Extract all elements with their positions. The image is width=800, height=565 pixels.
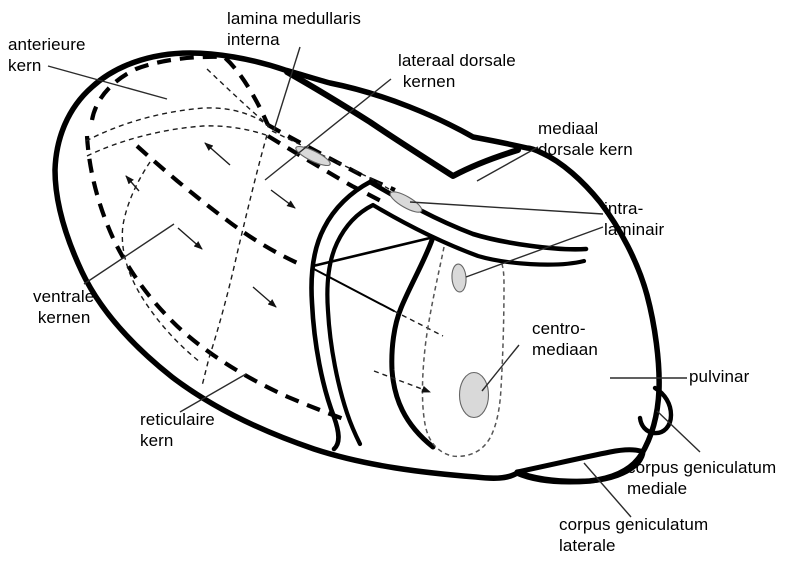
label-mediaal-dorsale-kern: mediaal dorsale kern [538, 119, 633, 159]
label-centro-mediaan: centro- mediaan [532, 319, 598, 359]
label-reticulaire-kern: reticulaire kern [140, 410, 215, 450]
lateraal-dorsale-nucleus-spot [295, 145, 331, 167]
cut-shelf-lower-edge [311, 267, 395, 312]
label-ventrale-kernen: ventrale kernen [33, 287, 95, 327]
thin-dashed-arc-1 [85, 107, 270, 142]
lamina-dashed-branch-upper [266, 123, 396, 192]
flow-arrow-5 [252, 286, 277, 308]
flow-arrow-2 [125, 175, 140, 192]
leader-intra-laminair-2 [465, 226, 604, 278]
leader-reticulaire-kern [179, 373, 247, 413]
label-lamina-medullaris-interna: lamina medullaris interna [227, 9, 361, 49]
leader-ventrale-kernen [83, 223, 175, 285]
label-anterieure-kern: anterieure kern [8, 35, 86, 75]
label-pulvinar: pulvinar [689, 367, 750, 386]
corpus-geniculatum-mediale-shape [637, 385, 674, 436]
thin-dashed-to-band [271, 130, 390, 190]
cut-shelf-upper-edge [311, 236, 432, 268]
leader-lateraal-dorsale-kernen [264, 78, 392, 181]
centromediaan-nucleus-spot [458, 371, 490, 419]
intralaminair-cutface-spot [451, 263, 467, 293]
internal-lamina-funnel [421, 246, 505, 458]
thin-dashed-cut-face [393, 310, 444, 337]
dorsal-notch-fold [284, 69, 521, 179]
lamina-dashed-middle-diagonal [135, 144, 305, 268]
lamina-dashed-left-bottom [84, 135, 350, 423]
leader-intra-laminair-1 [409, 201, 604, 215]
label-corpus-geniculatum-mediale: corpus geniculatum mediale [627, 458, 777, 498]
leader-corpus-geniculatum-laterale [583, 462, 632, 518]
intralaminair-dorsal-spot [389, 191, 423, 213]
flow-arrow-1 [204, 142, 231, 166]
label-corpus-geniculatum-laterale: corpus geniculatum laterale [559, 515, 709, 555]
label-intra-laminair: intra- laminair [604, 199, 665, 239]
lamina-dashed-branch-lower [266, 134, 382, 203]
thin-dashed-from-notch [206, 68, 270, 128]
lamina-dashed-top [89, 54, 270, 126]
leader-lamina-medullaris-interna [273, 46, 301, 131]
corpus-geniculatum-laterale-shape [514, 447, 646, 484]
cut-right-edge [389, 237, 436, 450]
leader-centro-mediaan [481, 344, 520, 392]
leader-anterieure-kern [47, 65, 168, 100]
flow-arrow-dashed [373, 370, 431, 393]
thin-dashed-arc-2 [86, 125, 267, 157]
label-lateraal-dorsale-kernen: lateraal dorsale kernen [398, 51, 516, 91]
thin-dashed-ventral-loop [121, 161, 201, 363]
flow-arrow-3 [270, 189, 296, 209]
flow-arrow-4 [177, 227, 203, 250]
cut-rim-outer [309, 179, 589, 452]
thin-dashed-vertical [201, 134, 268, 387]
leader-mediaal-dorsale-kern [476, 146, 539, 182]
cut-rim-inner [325, 202, 587, 447]
leader-corpus-geniculatum-mediale [656, 410, 701, 453]
